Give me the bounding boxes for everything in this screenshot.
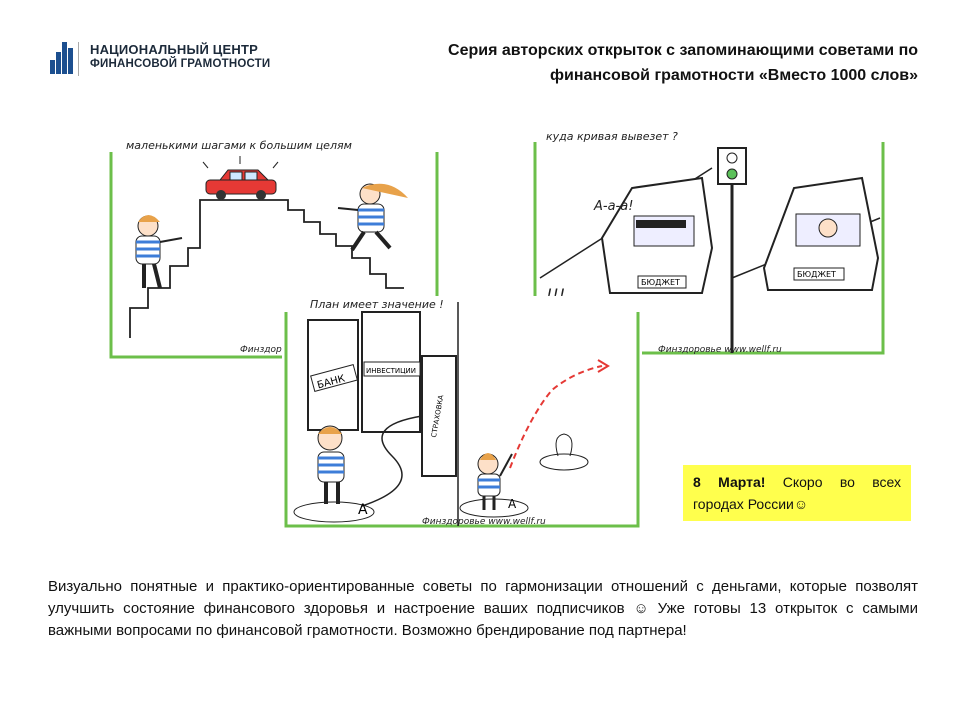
girl-climbing-icon [135,215,183,289]
budget-car-left-icon: БЮДЖЕТ [600,176,714,294]
traffic-caption: куда кривая вывезет ? [546,130,678,143]
budget-plate-right: БЮДЖЕТ [797,270,836,279]
small-steps-illustration: маленькими шагами к большим целям [108,138,440,359]
confused-girl-icon [293,425,375,523]
callout-bold: 8 Марта! [693,474,766,490]
title-line-2: финансовой грамотности «Вместо 1000 слов… [550,67,918,84]
plan-footer: Финздоровье www.wellf.ru [422,517,546,527]
logo-line-2: ФИНАНСОВОЙ ГРАМОТНОСТИ [90,58,271,70]
callout-text: Скоро во всех городах России☺ [693,474,902,512]
plan-caption: План имеет значение ! [310,298,444,311]
red-car-icon [202,156,279,200]
page-title: Серия авторских открыток с запоминающими… [358,38,918,88]
postcard-traffic: куда кривая вывезет ? БЮДЖЕТ А-а-а! !!! [532,128,886,356]
fountain-icon [539,433,589,471]
budget-car-right-icon: БЮДЖЕТ [762,176,880,291]
traffic-light-icon [717,147,747,353]
shout-text: А-а-а! [593,199,633,214]
plan-illustration: План имеет значение ! БАНК ИНВЕСТИЦИИ А … [282,296,642,528]
girl-running-icon [337,183,408,252]
traffic-footer: Финздоровье www.wellf.ru [658,345,782,355]
mark-a-right: А [508,497,517,511]
logo-text: НАЦИОНАЛЬНЫЙ ЦЕНТР ФИНАНСОВОЙ ГРАМОТНОСТ… [90,42,270,72]
march-8-callout: 8 Марта! Скоро во всех городах России☺ [683,465,911,521]
postcard-small-steps: маленькими шагами к большим целям [108,138,440,360]
logo-line-1: НАЦИОНАЛЬНЫЙ ЦЕНТР [90,42,258,57]
invest-sign: ИНВЕСТИЦИИ [366,367,416,375]
description-text: Визуально понятные и практико-ориентиров… [48,578,918,639]
confident-girl-icon [459,453,529,518]
steps-caption: маленькими шагами к большим целям [126,139,352,152]
budget-plate-left: БЮДЖЕТ [641,278,680,287]
traffic-illustration: куда кривая вывезет ? БЮДЖЕТ А-а-а! !!! [532,128,886,355]
steps-footer: Финздоровье [240,345,304,355]
title-line-1: Серия авторских открыток с запоминающими… [448,42,918,59]
mark-a-left: А [358,502,368,518]
postcard-plan: План имеет значение ! БАНК ИНВЕСТИЦИИ А … [282,296,642,530]
logo-divider [78,42,79,76]
ncfg-logo: НАЦИОНАЛЬНЫЙ ЦЕНТР ФИНАНСОВОЙ ГРАМОТНОСТ… [50,38,290,78]
logo-bars-icon [50,42,74,74]
